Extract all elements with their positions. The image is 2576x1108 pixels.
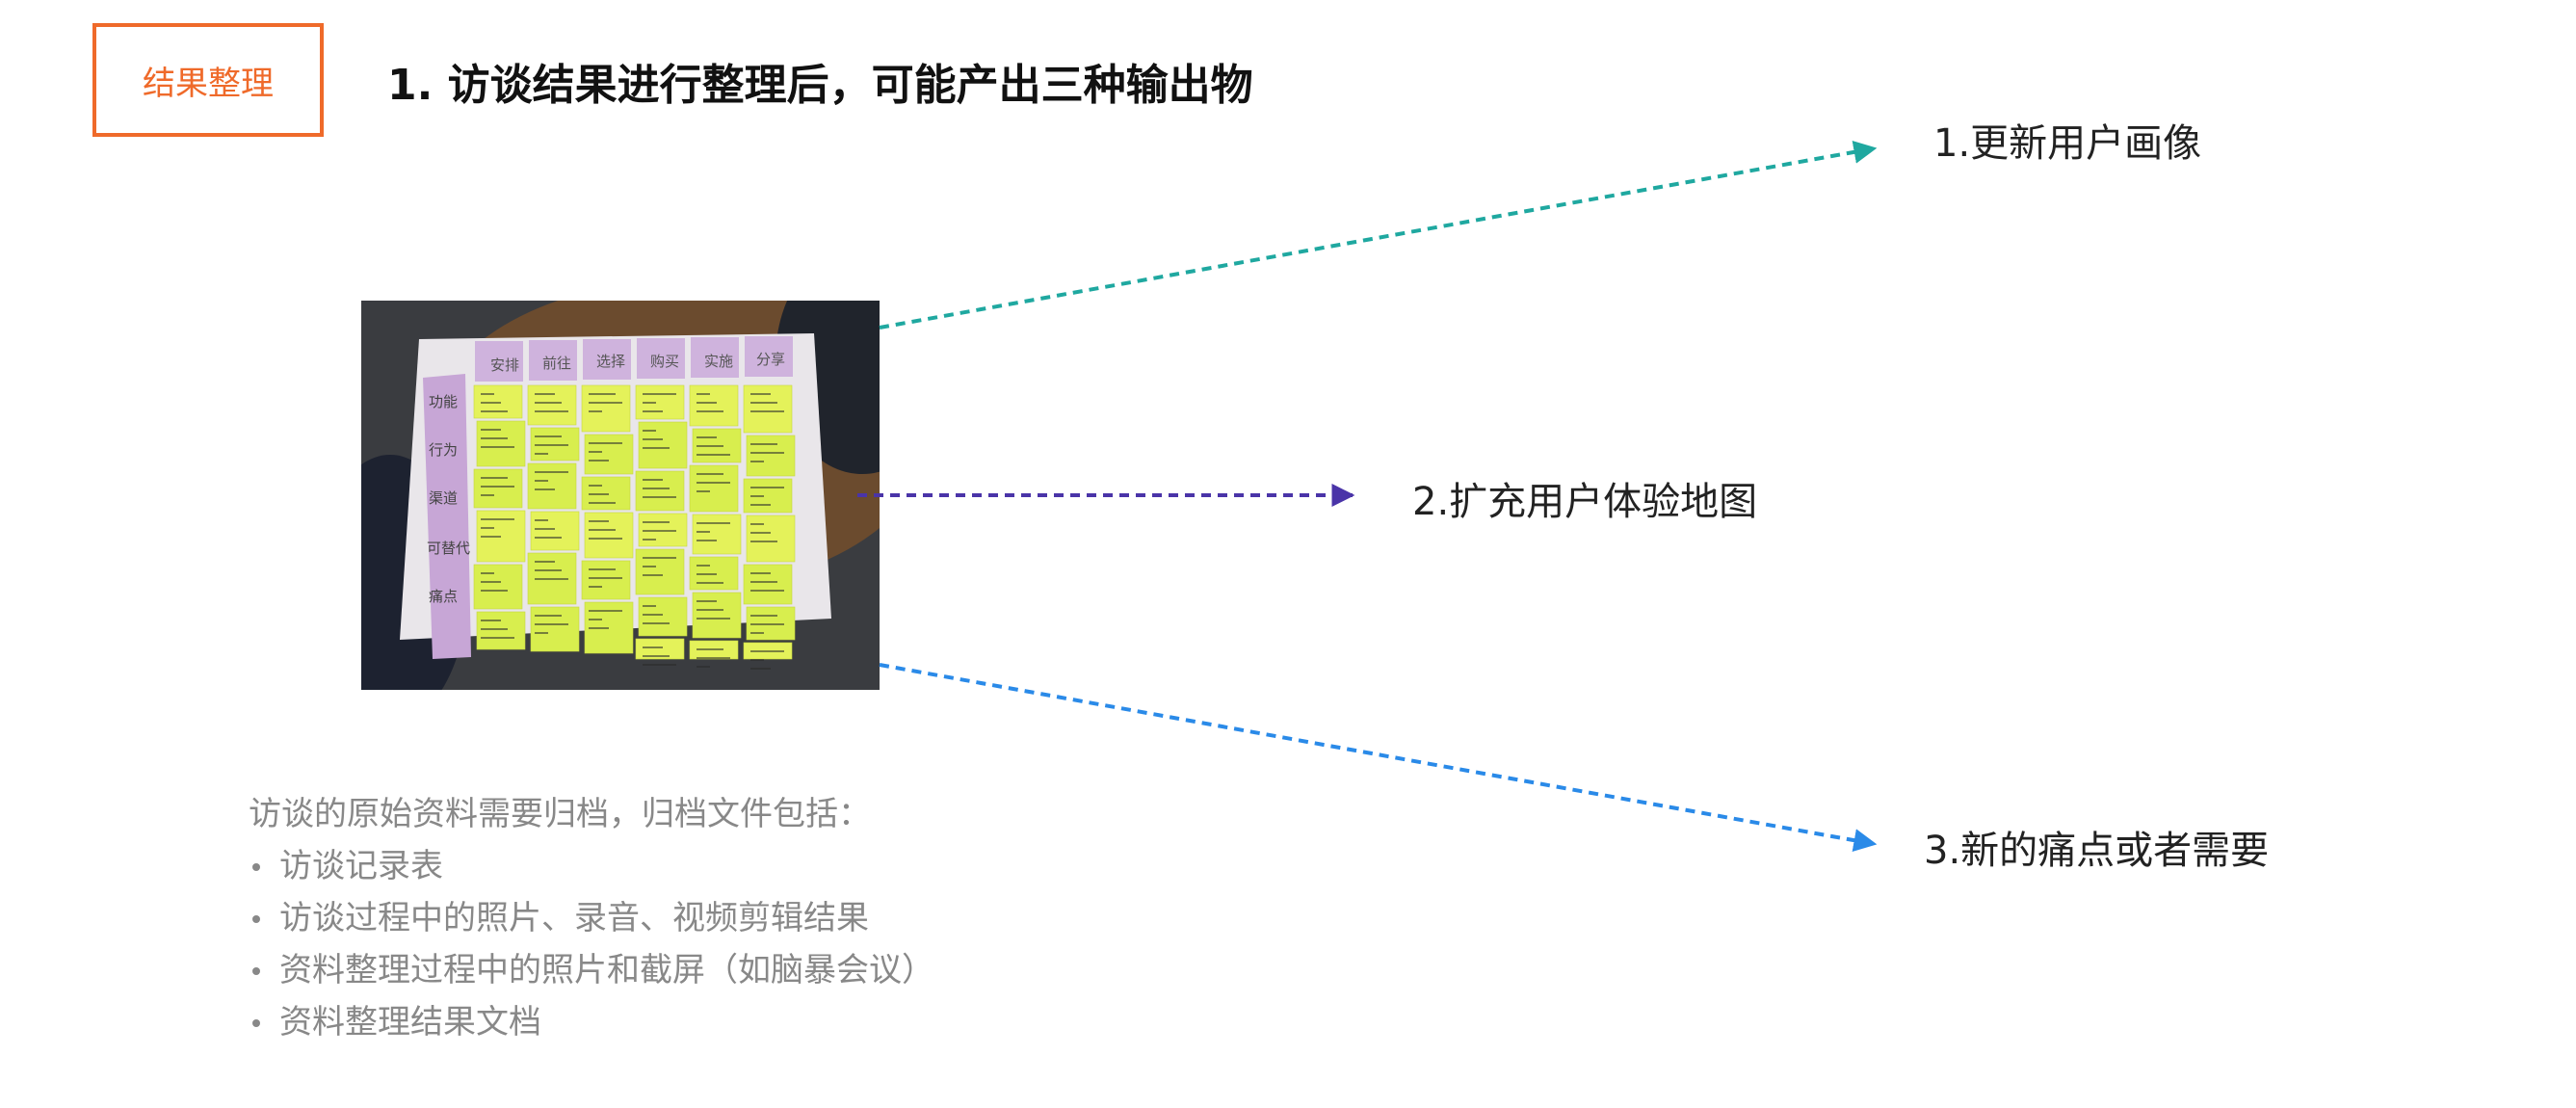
photo-row-label: 可替代 (427, 540, 470, 557)
header-card (475, 341, 523, 382)
output-user-persona: 1.更新用户画像 (1933, 121, 2202, 166)
sticky-note (635, 470, 685, 512)
arrow-to-user-persona (879, 141, 1878, 330)
sticky-note (581, 384, 631, 433)
sticky-note (530, 511, 580, 551)
photo-row-label: 功能 (429, 393, 458, 410)
section-tag: 结果整理 (92, 23, 324, 137)
sticky-note (638, 596, 688, 637)
photo-column-header: 选择 (596, 353, 625, 370)
sticky-note (581, 560, 631, 600)
photo-column-header: 前往 (542, 355, 571, 372)
photo-column-header: 购买 (650, 353, 679, 370)
page-title: 1. 访谈结果进行整理后，可能产出三种输出物 (387, 61, 1253, 110)
sticky-note (743, 384, 793, 434)
sticky-notes-photo: 安排 前往 选择 购买 实施 分享 功能 行为 渠道 可替代 痛点 (361, 301, 880, 690)
arrow-to-pain-points (879, 663, 1878, 852)
sticky-note (638, 421, 688, 469)
photo-row-label: 痛点 (429, 588, 458, 605)
sticky-note (476, 420, 526, 467)
sticky-note (689, 464, 739, 513)
archive-list-item: 访谈过程中的照片、录音、视频剪辑结果 (249, 892, 934, 944)
archive-list-item: 访谈记录表 (249, 840, 934, 892)
output-journey-map: 2.扩充用户体验地图 (1412, 480, 1758, 524)
photo-column-header: 分享 (756, 351, 785, 368)
sticky-note (530, 427, 580, 462)
archive-notes: 访谈的原始资料需要归档，归档文件包括： 访谈记录表 访谈过程中的照片、录音、视频… (249, 788, 934, 1048)
sticky-note (476, 611, 526, 650)
header-card (691, 337, 739, 378)
sticky-note (743, 564, 793, 605)
sticky-note (635, 638, 685, 660)
archive-intro: 访谈的原始资料需要归档，归档文件包括： (249, 795, 871, 833)
sticky-note (692, 592, 742, 639)
sticky-note (638, 513, 688, 547)
photo-column-header: 实施 (704, 353, 733, 370)
sticky-note (530, 606, 580, 652)
output-pain-points: 3.新的痛点或者需要 (1924, 829, 2270, 873)
sticky-note (527, 462, 577, 510)
sticky-note (473, 468, 523, 509)
sticky-note (581, 476, 631, 511)
archive-list-item: 资料整理过程中的照片和截屏（如脑暴会议） (249, 944, 934, 996)
sticky-note (746, 514, 796, 563)
sticky-note (635, 548, 685, 595)
photo-row-label: 行为 (429, 441, 458, 459)
sticky-note (689, 556, 739, 591)
sticky-note (584, 434, 634, 475)
header-card (529, 340, 577, 381)
sticky-note (473, 384, 523, 419)
photo-row-labels: 功能 行为 渠道 可替代 痛点 (427, 393, 470, 605)
archive-list-item: 资料整理结果文档 (249, 996, 934, 1048)
photo-column-header: 安排 (490, 356, 519, 374)
sticky-note (584, 512, 634, 559)
sticky-note (746, 606, 796, 641)
section-tag-label: 结果整理 (143, 64, 274, 103)
header-card (637, 338, 685, 379)
sticky-note (689, 384, 739, 427)
sticky-note (527, 384, 577, 426)
sticky-note (473, 564, 523, 610)
header-card (583, 339, 631, 380)
sticky-note (692, 514, 742, 555)
archive-list: 访谈记录表 访谈过程中的照片、录音、视频剪辑结果 资料整理过程中的照片和截屏（如… (249, 840, 934, 1048)
photo-row-label: 渠道 (429, 489, 458, 507)
photo-column-headers: 安排 前往 选择 购买 实施 分享 (490, 351, 785, 374)
header-card (745, 336, 793, 377)
sticky-note (746, 435, 796, 477)
